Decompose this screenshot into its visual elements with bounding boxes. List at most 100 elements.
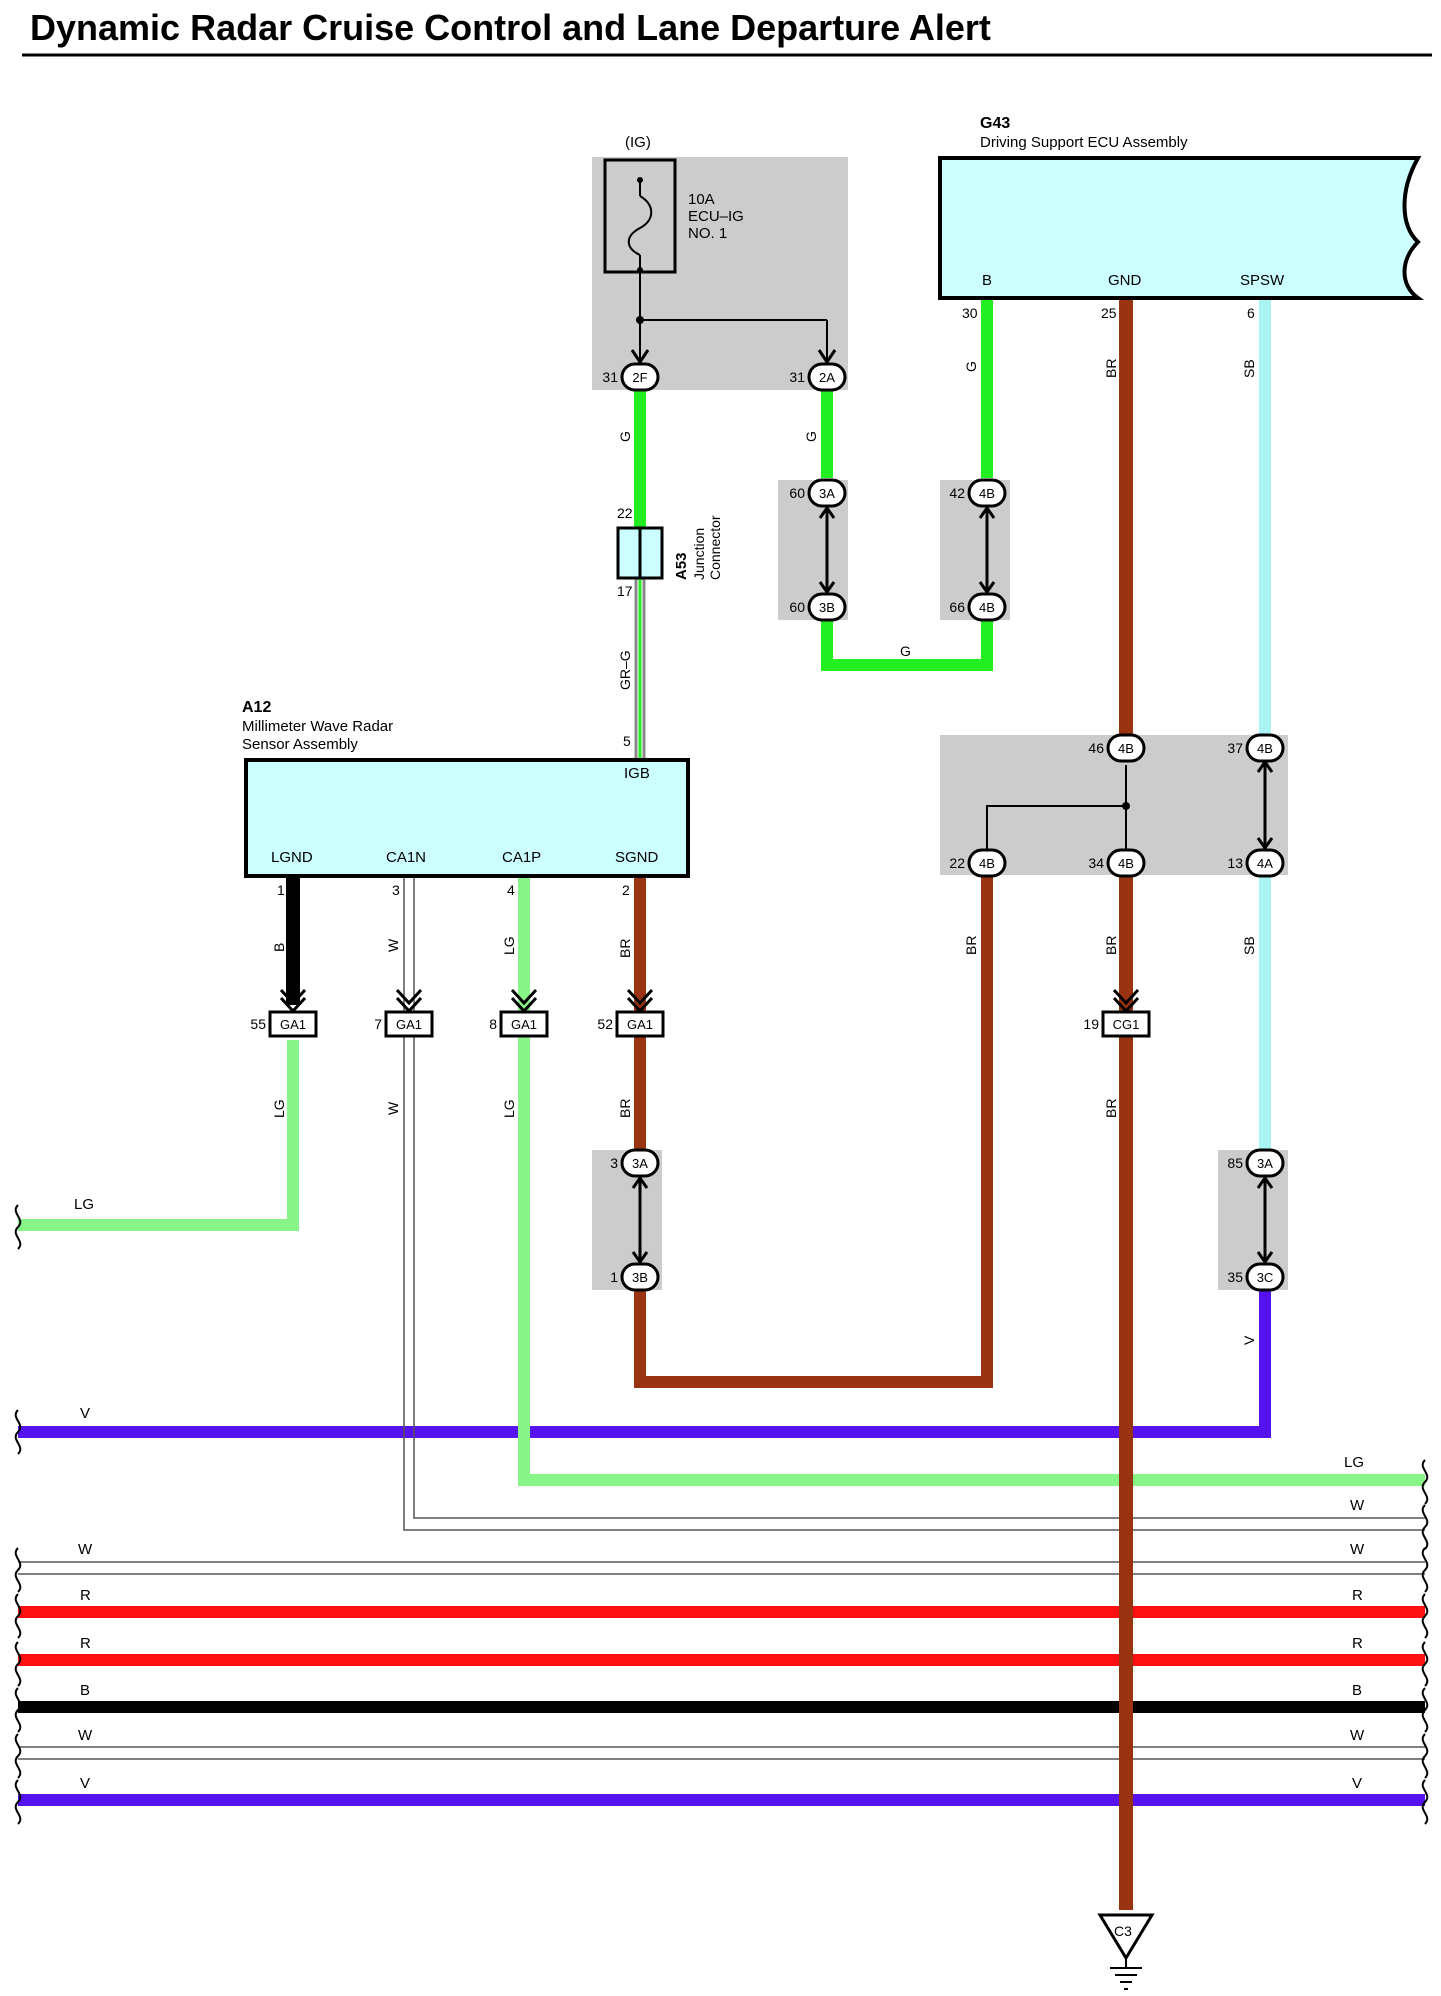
fuse-supply-label: (IG) bbox=[625, 134, 651, 151]
wire-v-3c bbox=[18, 1290, 1271, 1438]
connector-pin-3c-35: 35 bbox=[1227, 1269, 1243, 1285]
wire-label-ga1-w: W bbox=[385, 1101, 401, 1115]
connector-id-fuse-2f: 2F bbox=[632, 370, 647, 385]
connector-id-3a-60: 3A bbox=[819, 486, 835, 501]
g43-name: Driving Support ECU Assembly bbox=[980, 134, 1188, 151]
link-3a-3b bbox=[818, 505, 836, 595]
wire-label-g-bottom: G bbox=[900, 643, 911, 659]
connector-pin-ga1-52: 52 bbox=[597, 1016, 613, 1032]
connector-pin-4b-34: 34 bbox=[1088, 855, 1104, 871]
a53-line1: Junction bbox=[691, 528, 707, 580]
wire-label-sb-lower: SB bbox=[1241, 936, 1257, 955]
connector-id-3b-1: 3B bbox=[632, 1270, 648, 1285]
connector-id-3a-3: 3A bbox=[632, 1156, 648, 1171]
connector-ga1-55: GA1 55 bbox=[250, 1010, 318, 1038]
connector-id-4b-34: 4B bbox=[1118, 856, 1134, 871]
connector-id-4b-37: 4B bbox=[1257, 741, 1273, 756]
arrow-2f bbox=[630, 349, 650, 365]
connector-pin-3a-60: 60 bbox=[789, 485, 805, 501]
ground-triangle bbox=[1097, 1913, 1155, 1961]
bus-left-label-6: W bbox=[78, 1727, 93, 1744]
connector-3a-60: 3A 60 bbox=[789, 478, 847, 508]
a12-pin-num-lgnd: 1 bbox=[277, 882, 285, 898]
connector-pin-fuse-2a: 31 bbox=[789, 369, 805, 385]
wire-g-loop bbox=[821, 620, 993, 671]
fuse-terminal-top bbox=[637, 177, 643, 183]
wire-label-ga1-br: BR bbox=[617, 1099, 633, 1118]
bus-left-label-2: W bbox=[78, 1541, 93, 1558]
bus-left-label-1: V bbox=[80, 1405, 90, 1422]
fuse-splice-dot bbox=[636, 316, 644, 324]
bus-right-label-0: LG bbox=[1344, 1454, 1364, 1471]
g43-pin-label-gnd: GND bbox=[1108, 272, 1142, 289]
wire-w-ca1n-b bbox=[413, 878, 1425, 1519]
g43-wire-gnd: BR bbox=[1103, 359, 1119, 378]
connector-id-4b-66: 4B bbox=[979, 600, 995, 615]
ground-label: C3 bbox=[1114, 1923, 1132, 1939]
connector-cg1-19: CG1 19 bbox=[1083, 1010, 1151, 1038]
connector-id-cg1-19: CG1 bbox=[1113, 1017, 1140, 1032]
wire-label-ga1-lg: LG bbox=[271, 1099, 287, 1118]
a12-pin-label-ca1n: CA1N bbox=[386, 849, 426, 866]
connector-id-ga1-7: GA1 bbox=[396, 1017, 422, 1032]
connector-pin-4b-66: 66 bbox=[949, 599, 965, 615]
connector-id-4a-13: 4A bbox=[1257, 856, 1273, 871]
right-break-marks bbox=[1421, 1459, 1429, 1825]
a12-pin-num-ca1p: 4 bbox=[507, 882, 515, 898]
connector-pin-3a-85: 85 bbox=[1227, 1155, 1243, 1171]
wire-w-ca1n-a bbox=[403, 878, 1425, 1531]
fuse-name-2: NO. 1 bbox=[688, 225, 727, 242]
connector-id-3a-85: 3A bbox=[1257, 1156, 1273, 1171]
bus-left-label-7: V bbox=[80, 1775, 90, 1792]
wire-label-gr-g: GR–G bbox=[617, 650, 633, 690]
connector-pin-ga1-55: 55 bbox=[250, 1016, 266, 1032]
connector-id-3b-60: 3B bbox=[819, 600, 835, 615]
wire-label-br-ground: BR bbox=[1103, 1099, 1119, 1118]
bus-right-label-5: B bbox=[1352, 1682, 1362, 1699]
link-3a-3b-lower bbox=[631, 1175, 649, 1265]
wire-lg-left bbox=[18, 1040, 299, 1231]
bus-right-label-7: V bbox=[1352, 1775, 1362, 1792]
connector-id-3c-35: 3C bbox=[1257, 1270, 1274, 1285]
connector-id-ga1-8: GA1 bbox=[511, 1017, 537, 1032]
connector-id-4b-22: 4B bbox=[979, 856, 995, 871]
connector-pin-cg1-19: 19 bbox=[1083, 1016, 1099, 1032]
wire-label-g-2f: G bbox=[617, 431, 633, 442]
connector-id-4b-42: 4B bbox=[979, 486, 995, 501]
a12-pin-label-lgnd: LGND bbox=[271, 849, 313, 866]
left-break-marks bbox=[14, 1204, 22, 1825]
a12-name-2: Sensor Assembly bbox=[242, 736, 358, 753]
a12-igb-label: IGB bbox=[624, 765, 650, 782]
a12-wire-sgnd: BR bbox=[617, 939, 633, 958]
connector-id-ga1-55: GA1 bbox=[280, 1017, 306, 1032]
wire-label-br-mid: BR bbox=[1103, 936, 1119, 955]
arrow-2a bbox=[817, 349, 837, 365]
bus-left-label-3: R bbox=[80, 1587, 91, 1604]
fuse-name-1: ECU–IG bbox=[688, 208, 744, 225]
connector-3a-85: 3A 85 bbox=[1227, 1148, 1285, 1178]
g43-wire-b: G bbox=[963, 361, 979, 372]
connector-pin-4b-37: 37 bbox=[1227, 740, 1243, 756]
a53-line2: Connector bbox=[707, 515, 723, 580]
a12-pin-label-sgnd: SGND bbox=[615, 849, 659, 866]
link-85-35 bbox=[1256, 1175, 1274, 1265]
wire-br-loop bbox=[634, 875, 993, 1388]
connector-pin-3b-1: 1 bbox=[610, 1269, 618, 1285]
a12-name-1: Millimeter Wave Radar bbox=[242, 718, 393, 735]
connector-3a-3: 3A3 bbox=[610, 1148, 660, 1178]
bus-left-label-0: LG bbox=[74, 1196, 94, 1213]
bus-right-label-3: R bbox=[1352, 1587, 1363, 1604]
wire-label-g-2a: G bbox=[803, 431, 819, 442]
a12-sensor-box bbox=[244, 758, 690, 878]
connector-pin-4b-22: 22 bbox=[949, 855, 965, 871]
a12-pin-num-sgnd: 2 bbox=[622, 882, 630, 898]
connector-4b-34: 4B 34 bbox=[1088, 848, 1146, 878]
ga1-arrows bbox=[279, 988, 1140, 1014]
a53-pin-bottom: 17 bbox=[617, 583, 633, 599]
g43-pin-label-b: B bbox=[982, 272, 992, 289]
diagram-title: Dynamic Radar Cruise Control and Lane De… bbox=[30, 7, 991, 48]
